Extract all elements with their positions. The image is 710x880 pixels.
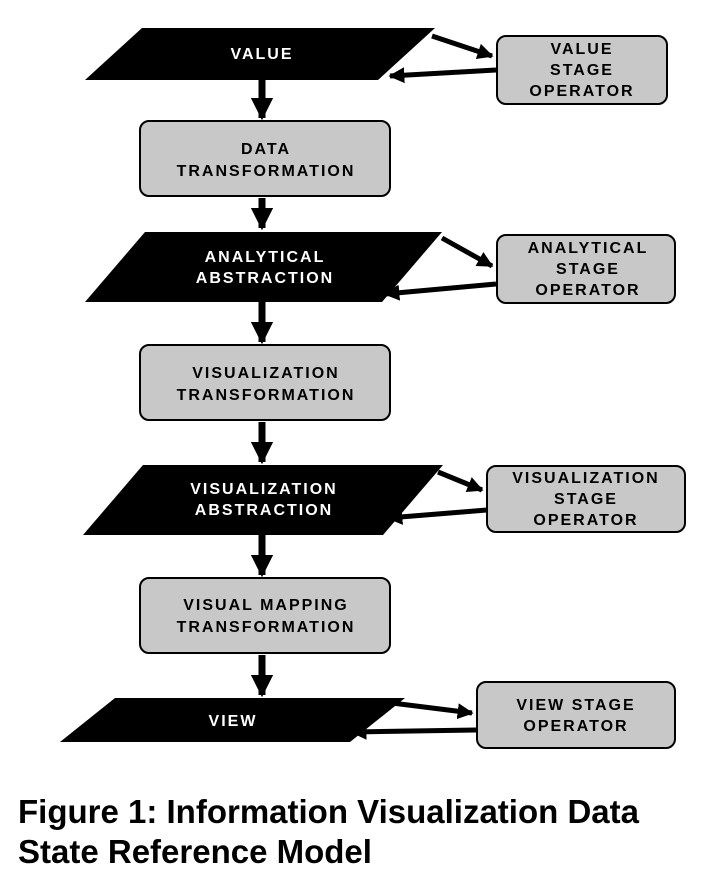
operator-arrows — [350, 33, 497, 740]
operator-label: OPERATOR — [529, 83, 634, 100]
operator-label: VISUALIZATION — [512, 470, 659, 487]
state-label: VALUE — [230, 46, 293, 63]
state-analytical-abstraction: ANALYTICAL ABSTRACTION — [85, 232, 442, 302]
operator-label: OPERATOR — [533, 512, 638, 529]
transformation-label: TRANSFORMATION — [177, 619, 356, 636]
operator-arrow-in — [350, 723, 477, 740]
operator-arrow-in — [383, 281, 497, 301]
operator-label: STAGE — [550, 62, 614, 79]
transformation-label: VISUALIZATION — [192, 365, 339, 382]
operator-arrow-in — [388, 67, 497, 84]
state-value: VALUE — [85, 28, 435, 80]
operator-label: ANALYTICAL — [528, 240, 649, 257]
operator-label: VALUE — [550, 41, 613, 58]
caption-line-2: State Reference Model — [18, 833, 372, 870]
operator-visualization-stage: VISUALIZATION STAGE OPERATOR — [486, 465, 686, 533]
operator-label: STAGE — [556, 261, 620, 278]
operator-analytical-stage: ANALYTICAL STAGE OPERATOR — [496, 234, 676, 304]
state-view: VIEW — [60, 698, 405, 742]
caption-line-1: Figure 1: Information Visualization Data — [18, 793, 639, 830]
operator-arrow-in — [386, 507, 488, 525]
operator-label: VIEW STAGE — [516, 697, 635, 714]
operator-label: STAGE — [554, 491, 618, 508]
transformation-visual-mapping: VISUAL MAPPING TRANSFORMATION — [139, 577, 391, 654]
operator-view-stage: VIEW STAGE OPERATOR — [476, 681, 676, 749]
state-label: ANALYTICAL — [205, 249, 326, 266]
transformation-label: TRANSFORMATION — [177, 387, 356, 404]
transformation-visualization: VISUALIZATION TRANSFORMATION — [139, 344, 391, 421]
figure-caption: Figure 1: Information Visualization Data… — [18, 792, 698, 872]
state-label: VISUALIZATION — [190, 481, 337, 498]
transformation-label: VISUAL MAPPING — [183, 597, 349, 614]
transformation-label: DATA — [241, 141, 291, 158]
state-label: ABSTRACTION — [195, 502, 333, 519]
transformation-label: TRANSFORMATION — [177, 163, 356, 180]
state-visualization-abstraction: VISUALIZATION ABSTRACTION — [83, 465, 443, 535]
state-label: VIEW — [209, 713, 258, 730]
operator-arrow-out — [437, 469, 484, 493]
operator-arrow-out — [391, 700, 474, 720]
state-label: ABSTRACTION — [196, 270, 334, 287]
transformation-data: DATA TRANSFORMATION — [139, 120, 391, 197]
operator-value-stage: VALUE STAGE OPERATOR — [496, 35, 668, 105]
operator-label: OPERATOR — [535, 282, 640, 299]
reference-model-diagram: VALUE ANALYTICAL ABSTRACTION VISUALIZATI… — [60, 28, 686, 749]
operator-label: OPERATOR — [523, 718, 628, 735]
operator-arrow-out — [431, 33, 494, 60]
operator-arrow-out — [440, 235, 494, 269]
